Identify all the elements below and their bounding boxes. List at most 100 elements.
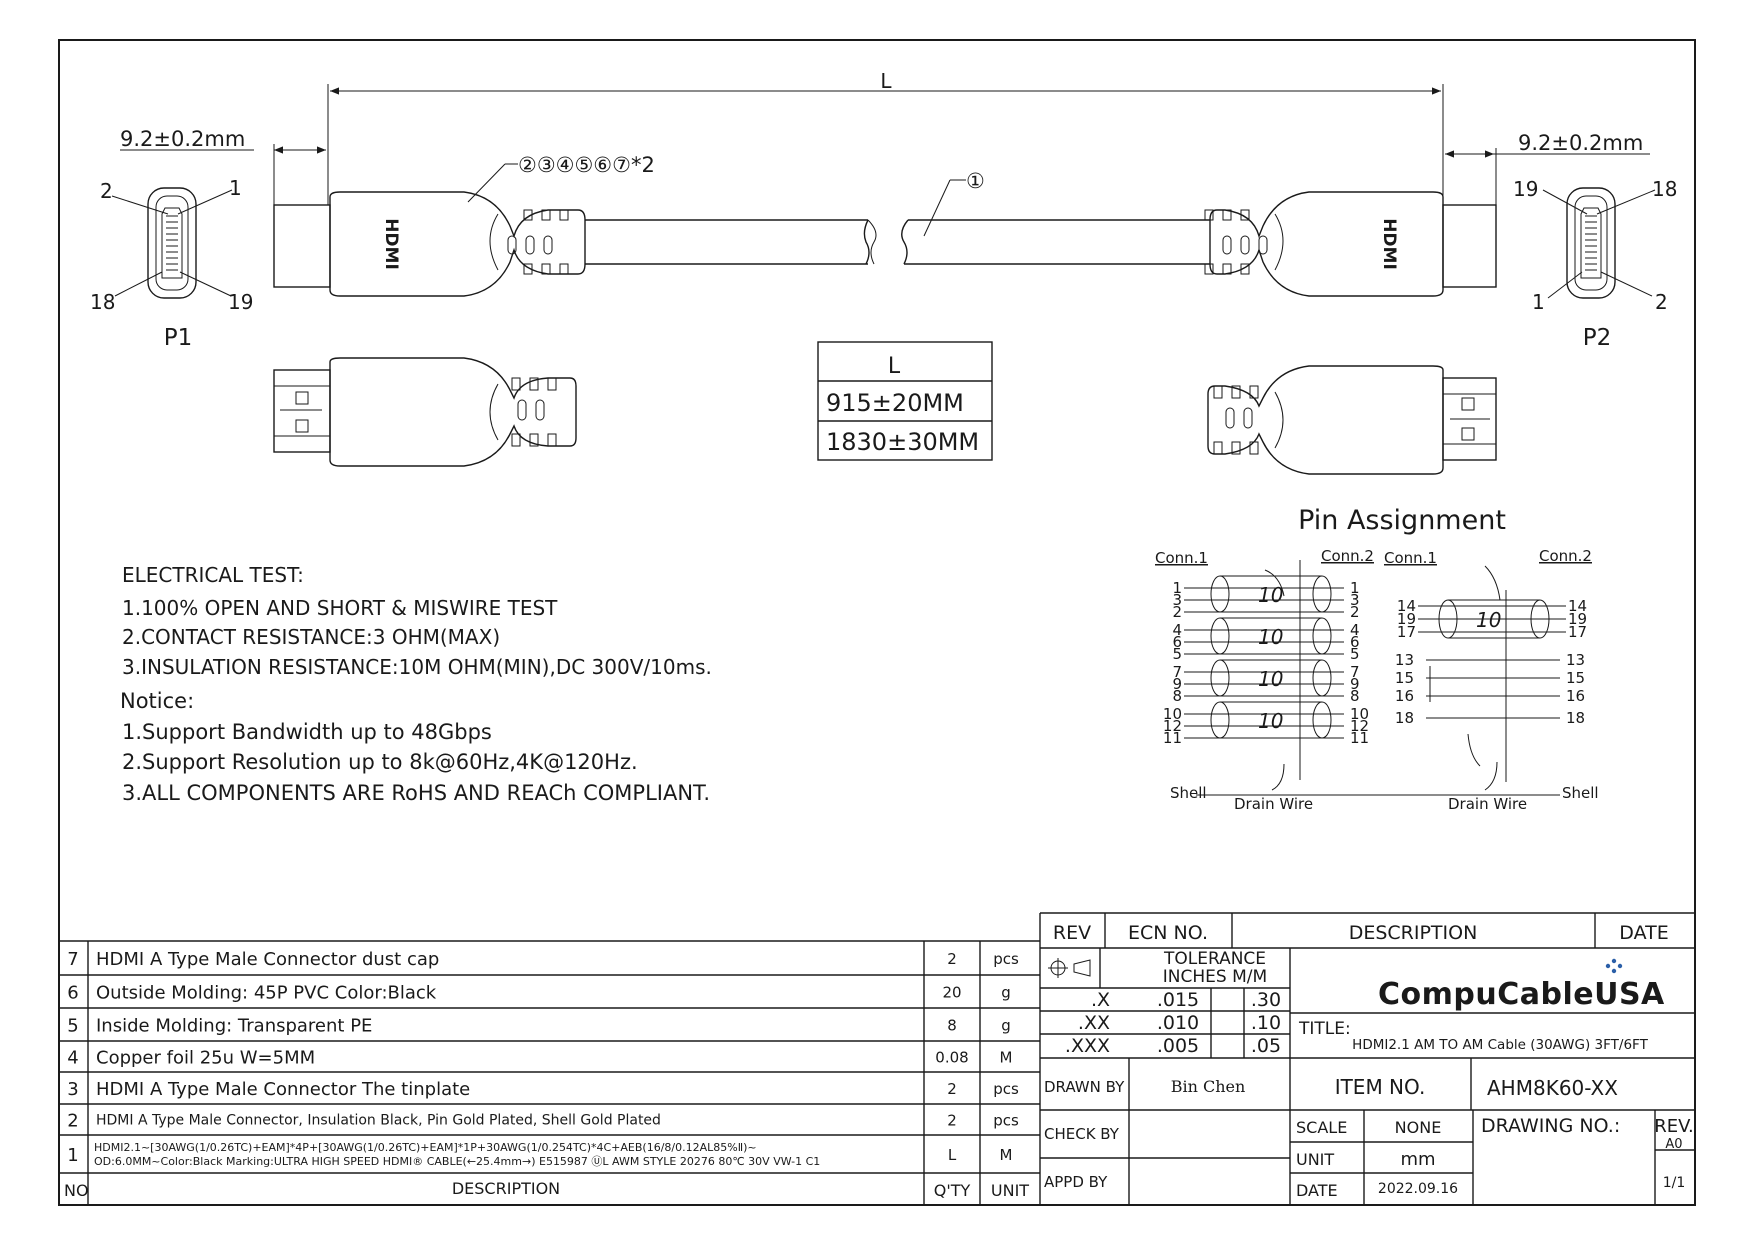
- pa-shell-left: Shell: [1170, 784, 1207, 802]
- tb-unit-label: UNIT: [1296, 1150, 1334, 1169]
- pa-pin-left: 2: [1172, 603, 1182, 621]
- pa-pin-left: 5: [1172, 645, 1182, 663]
- pa-conn2-left: Conn.2: [1321, 547, 1374, 565]
- bom-header-qty: Q'TY: [934, 1181, 971, 1200]
- pa-shield-text: 10: [1258, 625, 1283, 649]
- tb-drawn-by: Bin Chen: [1171, 1077, 1246, 1096]
- pa-shield-text: 10: [1258, 583, 1283, 607]
- tb-item-no-label: ITEM NO.: [1335, 1075, 1426, 1099]
- bom-qty: 8: [947, 1017, 957, 1035]
- callout-parts: ②③④⑤⑥⑦*2: [518, 153, 655, 177]
- bom-item-no: 7: [67, 949, 78, 970]
- pa-pin-right: 5: [1350, 645, 1360, 663]
- p1-pin-18: 18: [90, 290, 115, 314]
- left-overmold: [329, 191, 586, 297]
- p2-label: P2: [1583, 325, 1612, 351]
- bom-qty: 2: [947, 1112, 957, 1130]
- bom-item-no: 3: [67, 1079, 78, 1100]
- pa-conn1-right: Conn.1: [1384, 549, 1437, 567]
- pa-pin-left: 19: [1397, 610, 1416, 628]
- pa-pin-right: 4: [1350, 621, 1360, 639]
- pa-drain-right: Drain Wire: [1448, 795, 1527, 813]
- bom-description: Inside Molding: Transparent PE: [96, 1016, 372, 1037]
- pa-pin-left: 10: [1163, 705, 1182, 723]
- pa-pin-left: 8: [1172, 687, 1182, 705]
- pa-pin-left: 11: [1163, 729, 1182, 747]
- tb-date-header: DATE: [1619, 922, 1668, 944]
- pa-pin-left: 14: [1397, 597, 1416, 615]
- bom-header-unit: UNIT: [991, 1181, 1029, 1200]
- length-label: L: [880, 69, 892, 93]
- left-hdmi-logo: HDMI: [381, 218, 401, 270]
- callout-cable: ①: [966, 169, 985, 193]
- tb-date-label: DATE: [1296, 1181, 1338, 1200]
- pa-pin-left: 18: [1395, 709, 1414, 727]
- p1-face-view: 2 1 18 19 P1: [90, 176, 253, 351]
- right-width-label: 9.2±0.2mm: [1518, 131, 1643, 155]
- cable-side-view: HDMI HDMI ②③④⑤⑥⑦*2 ①: [273, 153, 1497, 297]
- tolerance-row: .XXX.005.05: [1065, 1035, 1281, 1057]
- note-notice-3: 3.ALL COMPONENTS ARE RoHS AND REACh COMP…: [122, 781, 710, 805]
- p1-pin-19: 19: [228, 290, 253, 314]
- tb-scale-label: SCALE: [1296, 1118, 1347, 1137]
- pa-pin-left: 16: [1395, 687, 1414, 705]
- bom-unit: M: [1000, 1146, 1013, 1164]
- p1-pin-1: 1: [229, 176, 242, 200]
- bom-qty: 0.08: [935, 1049, 968, 1067]
- pa-pin-left: 4: [1172, 621, 1182, 639]
- length-row-1: 915±20MM: [826, 389, 964, 417]
- pa-pin-left: 3: [1172, 591, 1182, 609]
- pa-pin-right: 1: [1350, 579, 1360, 597]
- bom-item-no: 5: [67, 1016, 78, 1037]
- tol-place: .XX: [1078, 1012, 1110, 1034]
- pa-pin-right: 14: [1568, 597, 1587, 615]
- bom-header-description: DESCRIPTION: [452, 1179, 560, 1198]
- tol-inches: .010: [1157, 1012, 1199, 1034]
- pa-pin-right: 12: [1350, 717, 1369, 735]
- tb-ecn-header: ECN NO.: [1128, 922, 1208, 944]
- right-width-dimension: 9.2±0.2mm: [1445, 131, 1650, 205]
- length-dimension: L: [327, 69, 1444, 205]
- company-name: CompuCableUSA: [1378, 977, 1665, 1012]
- p2-pin-1: 1: [1532, 290, 1545, 314]
- pa-pin-left: 17: [1397, 623, 1416, 641]
- pa-pin-left: 12: [1163, 717, 1182, 735]
- bom-unit: pcs: [993, 1080, 1019, 1098]
- tol-mm: .30: [1251, 989, 1281, 1011]
- p1-pin-2: 2: [100, 179, 113, 203]
- pa-pin-left: 9: [1172, 675, 1182, 693]
- bom-description: HDMI A Type Male Connector, Insulation B…: [96, 1113, 661, 1129]
- tb-date: 2022.09.16: [1378, 1181, 1458, 1197]
- right-hdmi-logo: HDMI: [1379, 218, 1399, 270]
- pa-pin-right: 3: [1350, 591, 1360, 609]
- tb-title-label: TITLE:: [1298, 1019, 1351, 1039]
- tb-rev-label: REV.: [1654, 1116, 1694, 1137]
- pa-pin-right: 9: [1350, 675, 1360, 693]
- pa-pin-left: 6: [1172, 633, 1182, 651]
- bom-description: Outside Molding: 45P PVC Color:Black: [96, 983, 437, 1004]
- note-electrical-3: 3.INSULATION RESISTANCE:10M OHM(MIN),DC …: [122, 655, 712, 679]
- pa-pin-left: 13: [1395, 651, 1414, 669]
- tol-place: .X: [1091, 989, 1110, 1011]
- pa-conn1-left: Conn.1: [1155, 549, 1208, 567]
- pa-shield-text: 10: [1258, 709, 1283, 733]
- tb-drawing-no-label: DRAWING NO.:: [1481, 1115, 1620, 1137]
- pa-pin-left: 7: [1172, 663, 1182, 681]
- title-block: REV ECN NO. DESCRIPTION DATE TOLERANCE I…: [1039, 912, 1695, 1205]
- tb-title: HDMI2.1 AM TO AM Cable (30AWG) 3FT/6FT: [1352, 1037, 1648, 1053]
- length-table-header: L: [888, 354, 901, 379]
- notes-block: ELECTRICAL TEST: 1.100% OPEN AND SHORT &…: [120, 563, 712, 805]
- pa-pin-right: 7: [1350, 663, 1360, 681]
- tb-sheet: 1/1: [1663, 1175, 1686, 1191]
- bom-qty: 20: [942, 984, 961, 1002]
- bom-item-no: 1: [67, 1145, 78, 1166]
